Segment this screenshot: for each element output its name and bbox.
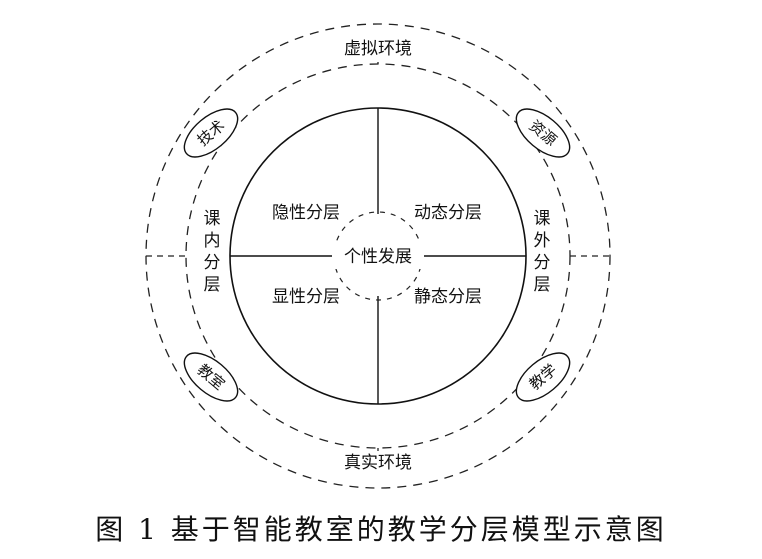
center-label: 个性发展 — [344, 247, 412, 267]
bubble-top-right: 资源 — [515, 108, 571, 158]
quadrant-bottom-left-label: 显性分层 — [272, 287, 340, 307]
left-ring-label-4: 层 — [204, 275, 221, 295]
right-ring-label-4: 层 — [534, 275, 551, 295]
left-ring-label-2: 内 — [204, 231, 221, 251]
figure-caption: 图 1 基于智能教室的教学分层模型示意图 — [95, 513, 667, 546]
right-ring-label-3: 分 — [534, 253, 551, 273]
layered-model-diagram: 虚拟环境 真实环境 课 内 分 层 课 外 分 层 隐性分层 动态分层 显性分层… — [145, 23, 611, 489]
quadrant-top-left-label: 隐性分层 — [272, 203, 340, 223]
bubble-top-left: 技术 — [183, 108, 239, 158]
bubble-bottom-left: 教室 — [183, 352, 239, 402]
right-ring-label-1: 课 — [534, 209, 551, 229]
left-ring-label-3: 分 — [204, 253, 221, 273]
quadrant-top-right-label: 动态分层 — [414, 203, 482, 223]
left-ring-label-1: 课 — [204, 209, 221, 229]
bubble-bottom-right: 教学 — [515, 352, 571, 402]
quadrant-bottom-right-label: 静态分层 — [414, 287, 482, 307]
outer-bottom-label: 真实环境 — [344, 453, 412, 473]
right-ring-label-2: 外 — [534, 231, 551, 251]
outer-top-label: 虚拟环境 — [344, 39, 412, 59]
